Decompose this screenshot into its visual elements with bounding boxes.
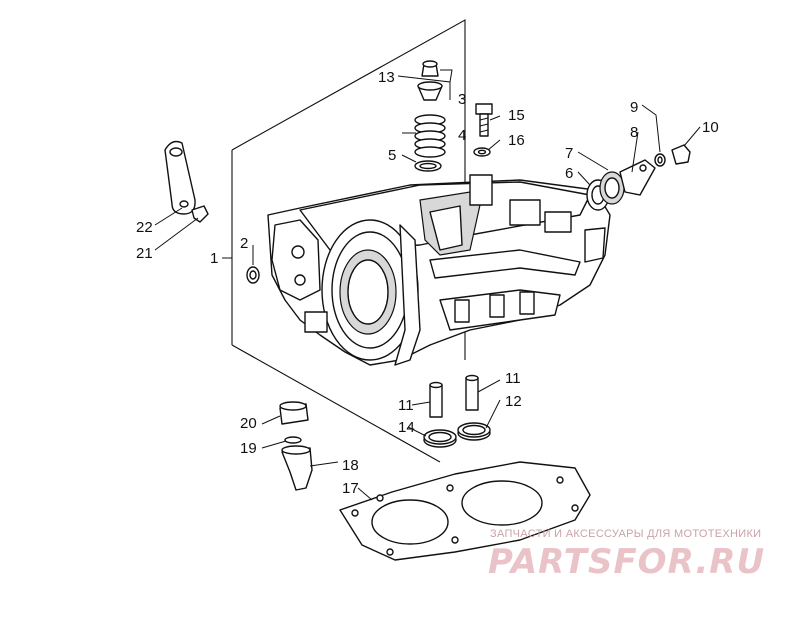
callout-3: 3 — [458, 91, 466, 108]
bolt-and-washer — [473, 103, 493, 157]
callout-15: 15 — [508, 107, 525, 124]
cover-plate — [164, 140, 209, 223]
part-4-spring — [414, 114, 446, 158]
callout-21: 21 — [136, 245, 153, 262]
callout-13: 13 — [378, 69, 395, 86]
callout-18: 18 — [342, 457, 359, 474]
callout-11-right: 11 — [505, 370, 521, 387]
watermark-tagline: ЗАПЧАСТИ И АКСЕССУАРЫ ДЛЯ МОТОТЕХНИКИ — [490, 528, 761, 540]
callout-8: 8 — [630, 124, 638, 141]
callout-2: 2 — [240, 235, 248, 252]
callout-14: 14 — [398, 419, 415, 436]
callout-7: 7 — [565, 145, 573, 162]
callout-9: 9 — [630, 99, 638, 116]
callout-22: 22 — [136, 219, 153, 236]
callout-20: 20 — [240, 415, 257, 432]
callout-17: 17 — [342, 480, 359, 497]
callout-1: 1 — [210, 250, 218, 267]
callout-10: 10 — [702, 119, 719, 136]
callout-16: 16 — [508, 132, 525, 149]
callout-6: 6 — [565, 165, 573, 182]
tensioner-assembly — [586, 144, 691, 211]
cylinder-head — [267, 174, 611, 366]
callout-11-left: 11 — [398, 397, 414, 414]
callout-5: 5 — [388, 147, 396, 164]
callout-4: 4 — [458, 127, 466, 144]
watermark-logo: PARTSFOR.RU — [488, 542, 765, 582]
leader-lines — [154, 69, 701, 501]
callout-labels: 13 3 4 5 15 16 7 6 9 8 10 22 21 2 1 11 1… — [136, 69, 719, 497]
tappet-group — [279, 401, 313, 491]
watermark: ЗАПЧАСТИ И АКСЕССУАРЫ ДЛЯ МОТОТЕХНИКИ PA… — [488, 528, 765, 582]
callout-19: 19 — [240, 440, 257, 457]
valve-guides — [423, 374, 491, 448]
head-gasket — [339, 461, 591, 561]
valve-spring-stack — [414, 60, 446, 172]
callout-12: 12 — [505, 393, 522, 410]
